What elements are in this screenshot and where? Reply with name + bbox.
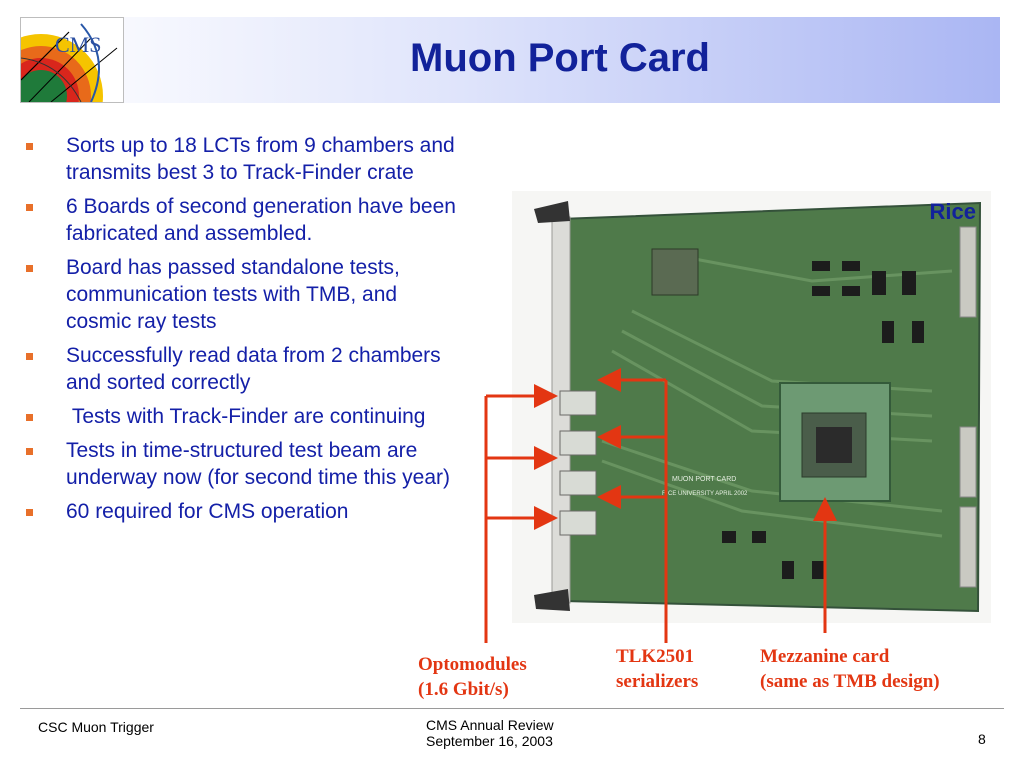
mezzanine-sublabel: (same as TMB design) [760, 671, 940, 692]
bullet-text: Successfully read data from 2 chambers a… [66, 344, 441, 394]
bullet-text: Board has passed standalone tests, commu… [66, 256, 400, 333]
bullet-marker [26, 353, 33, 360]
bullet-list: Sorts up to 18 LCTs from 9 chambers and … [26, 132, 466, 532]
optomodules-label: Optomodules [418, 654, 527, 675]
bullet-text: 60 required for CMS operation [66, 500, 349, 523]
footer-event: CMS Annual Review [426, 717, 554, 733]
bullet-text: Tests with Track-Finder are continuing [66, 405, 426, 428]
svg-text:CMS: CMS [55, 32, 101, 57]
board-photo: MUON PORT CARD RICE UNIVERSITY APRIL 200… [512, 191, 991, 623]
bullet-marker [26, 265, 33, 272]
title-band [20, 17, 1000, 103]
board-silkscreen-2: RICE UNIVERSITY APRIL 2002 [662, 491, 748, 497]
rice-label: Rice [930, 199, 976, 224]
cms-logo: CMS [20, 17, 124, 103]
board-silkscreen: MUON PORT CARD [672, 476, 736, 483]
bullet-item: Successfully read data from 2 chambers a… [26, 342, 466, 396]
bullet-item: Tests in time-structured test beam are u… [26, 437, 466, 491]
optomodules-callout: Optomodules (1.6 Gbit/s) [418, 652, 527, 702]
bullet-marker [26, 448, 33, 455]
bullet-marker [26, 509, 33, 516]
bullet-marker [26, 414, 33, 421]
tlk-sublabel: serializers [616, 671, 699, 692]
bullet-marker [26, 204, 33, 211]
mezzanine-callout: Mezzanine card (same as TMB design) [760, 644, 940, 694]
bullet-item: 60 required for CMS operation [26, 498, 466, 525]
mezzanine-label: Mezzanine card [760, 646, 890, 667]
bullet-marker [26, 143, 33, 150]
footer-center: CMS Annual Review September 16, 2003 [426, 717, 554, 749]
bullet-text: Sorts up to 18 LCTs from 9 chambers and … [66, 134, 455, 184]
footer-date: September 16, 2003 [426, 733, 553, 749]
slide-title: Muon Port Card [410, 36, 710, 80]
bullet-item: Board has passed standalone tests, commu… [26, 254, 466, 335]
bullet-text: 6 Boards of second generation have been … [66, 195, 456, 245]
footer-divider [20, 708, 1004, 709]
page-number: 8 [978, 731, 986, 747]
optomodules-rate: (1.6 Gbit/s) [418, 679, 509, 700]
bullet-item: Sorts up to 18 LCTs from 9 chambers and … [26, 132, 466, 186]
bullet-text: Tests in time-structured test beam are u… [66, 439, 450, 489]
bullet-item: Tests with Track-Finder are continuing [26, 403, 466, 430]
bullet-item: 6 Boards of second generation have been … [26, 193, 466, 247]
footer-left: CSC Muon Trigger [38, 719, 154, 735]
tlk-label: TLK2501 [616, 646, 695, 667]
tlk-callout: TLK2501 serializers [616, 644, 698, 694]
